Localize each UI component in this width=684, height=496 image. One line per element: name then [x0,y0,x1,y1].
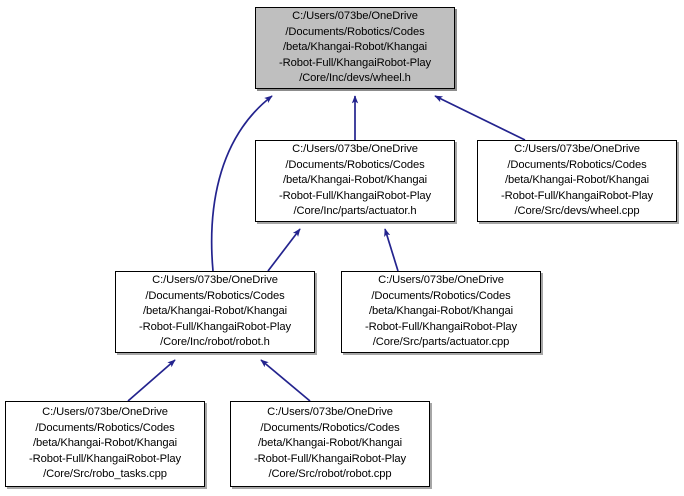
node-wheel-cpp[interactable]: C:/Users/073be/OneDrive /Documents/Robot… [477,140,677,222]
node-robo-tasks-cpp[interactable]: C:/Users/073be/OneDrive /Documents/Robot… [5,401,205,487]
node-label: C:/Users/073be/OneDrive /Documents/Robot… [254,406,406,481]
node-label: C:/Users/073be/OneDrive /Documents/Robot… [279,10,431,85]
node-actuator-h[interactable]: C:/Users/073be/OneDrive /Documents/Robot… [255,140,455,222]
node-label: C:/Users/073be/OneDrive /Documents/Robot… [279,143,431,218]
node-label: C:/Users/073be/OneDrive /Documents/Robot… [139,274,291,349]
node-label: C:/Users/073be/OneDrive /Documents/Robot… [501,143,653,218]
node-actuator-cpp[interactable]: C:/Users/073be/OneDrive /Documents/Robot… [341,271,541,353]
edge-robot_cpp-to-robot_h [260,359,311,402]
edge-robo_tasks_cpp-to-robot_h [127,359,176,402]
node-label: C:/Users/073be/OneDrive /Documents/Robot… [29,406,181,481]
node-label: C:/Users/073be/OneDrive /Documents/Robot… [365,274,517,349]
node-robot-h[interactable]: C:/Users/073be/OneDrive /Documents/Robot… [115,271,315,353]
edge-wheel_cpp-to-wheel_h [434,95,526,141]
edge-robot_h-to-actuator_h [267,228,301,272]
node-wheel-h[interactable]: C:/Users/073be/OneDrive /Documents/Robot… [255,7,455,89]
edge-actuator_cpp-to-actuator_h [384,228,399,272]
node-robot-cpp[interactable]: C:/Users/073be/OneDrive /Documents/Robot… [230,401,430,487]
